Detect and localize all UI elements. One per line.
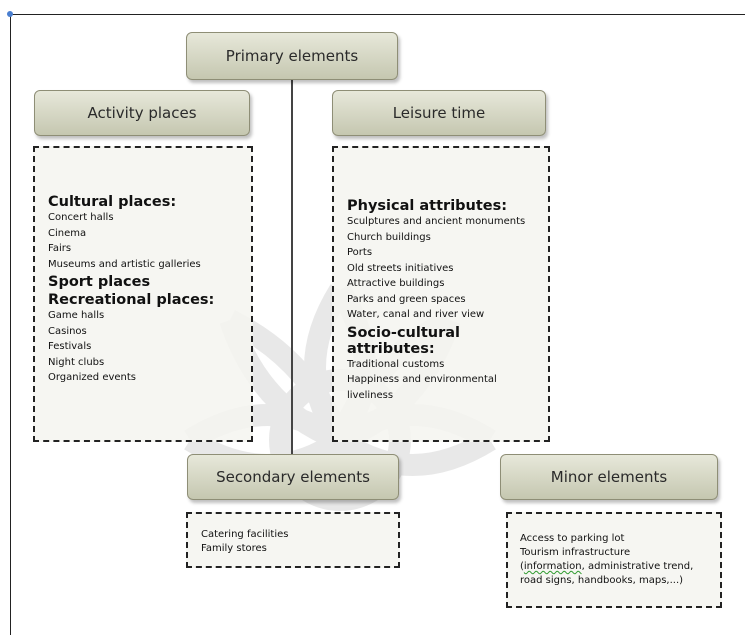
list-item: Fairs	[48, 243, 72, 254]
list-item: (information, administrative trend,	[520, 560, 720, 574]
primary-elements-label: Primary elements	[225, 47, 359, 65]
list-item: Traditional customs	[347, 358, 445, 370]
list-item-tail: , administrative trend,	[581, 561, 694, 572]
list-item: Organized events	[48, 372, 137, 383]
list-item: Casinos	[48, 325, 87, 337]
list-item: Ports	[347, 247, 373, 258]
list-item: Sculptures and ancient monuments	[347, 216, 526, 227]
list-item: Concert halls	[48, 212, 114, 223]
list-item: Parks and green spaces	[347, 293, 466, 305]
list-item: Happiness and environmental	[347, 374, 497, 385]
list-item: Water, canal and river view	[347, 309, 485, 320]
secondary-elements-box: Catering facilities Family stores	[186, 512, 400, 568]
leisure-time-label: Leisure time	[392, 104, 486, 122]
list-item: Museums and artistic galleries	[48, 258, 201, 270]
list-item: Attractive buildings	[347, 278, 445, 289]
paren-open: (	[520, 561, 524, 572]
list-item: Access to parking lot	[520, 533, 625, 544]
socio-cultural-attributes-title: Socio-cultural attributes:	[347, 324, 460, 357]
minor-elements-box: Access to parking lot Tourism infrastruc…	[506, 512, 722, 608]
list-item: Old streets initiatives	[347, 262, 454, 274]
frame-corner-handle[interactable]	[7, 11, 13, 17]
list-item: Tourism infrastructure	[520, 547, 631, 558]
secondary-elements-header: Secondary elements	[187, 454, 399, 500]
list-item: road signs, handbooks, maps,...)	[520, 575, 684, 586]
list-item: Church buildings	[347, 231, 431, 243]
cultural-places-title: Cultural places:	[48, 194, 177, 210]
activity-places-box: Cultural places: Concert halls Cinema Fa…	[33, 146, 253, 442]
secondary-elements-label: Secondary elements	[216, 468, 370, 486]
spellcheck-word: information	[523, 561, 582, 572]
physical-attributes-title: Physical attributes:	[347, 198, 508, 214]
activity-places-header: Activity places	[34, 90, 250, 136]
list-item: Festivals	[48, 341, 92, 352]
list-item: Game halls	[48, 310, 105, 321]
leisure-time-header: Leisure time	[332, 90, 546, 136]
diagram-frame	[10, 14, 745, 635]
minor-elements-label: Minor elements	[550, 468, 668, 486]
minor-elements-header: Minor elements	[500, 454, 718, 500]
list-item: Family stores	[201, 543, 267, 554]
recreational-places-title: Recreational places:	[48, 292, 215, 308]
list-item: Catering facilities	[201, 529, 289, 540]
activity-places-label: Activity places	[87, 104, 197, 122]
leisure-time-box: Physical attributes: Sculptures and anci…	[332, 146, 550, 442]
list-item: Night clubs	[48, 356, 105, 368]
list-item: liveliness	[347, 389, 394, 401]
connector-primary-vertical	[291, 80, 293, 460]
list-item: Cinema	[48, 227, 87, 239]
primary-elements-box: Primary elements	[186, 32, 398, 80]
sport-places-title: Sport places	[48, 274, 151, 290]
